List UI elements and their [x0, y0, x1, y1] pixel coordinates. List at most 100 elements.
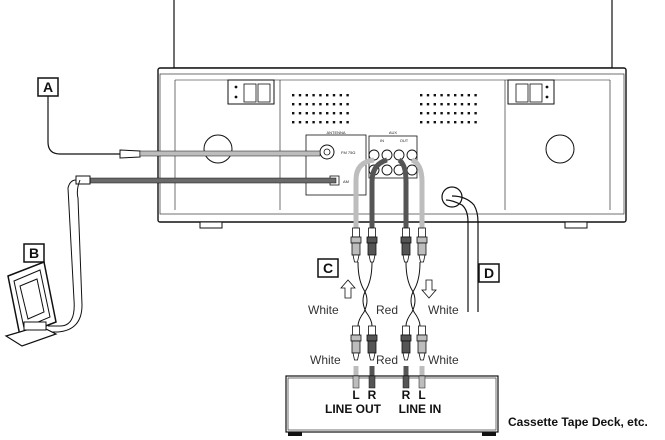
vent-hole — [433, 112, 436, 115]
vent-hole — [339, 94, 342, 97]
rca-plug — [416, 227, 428, 263]
aux-label: AUX — [389, 130, 398, 135]
vent-hole — [326, 112, 329, 115]
line-in-label: LINE IN — [399, 402, 442, 416]
vent-hole — [426, 94, 430, 97]
vent-hole — [292, 94, 295, 97]
vent-hole — [420, 94, 423, 97]
deck-jack-l-out: L — [352, 388, 359, 402]
vent-hole — [339, 121, 342, 124]
deck-jack-r-in: R — [402, 388, 411, 402]
vent-hole — [426, 121, 430, 124]
vent-hole — [433, 121, 436, 124]
callout-b: B — [23, 243, 45, 263]
callout-c-letter: C — [323, 260, 333, 276]
vent-hole — [332, 121, 336, 124]
rca-plug — [350, 325, 362, 361]
callout-a-letter: A — [43, 79, 53, 95]
fm-antenna-cable — [47, 96, 321, 159]
vent-hole — [339, 103, 342, 106]
vent-hole — [292, 112, 295, 115]
vent-hole — [460, 112, 464, 115]
callout-c: C — [317, 258, 339, 278]
aux-out-label: OUT — [400, 138, 409, 143]
white-label-upper-right: White — [428, 303, 459, 317]
white-label-lower-right: White — [428, 353, 459, 367]
vent-hole — [440, 112, 443, 115]
vent-hole — [332, 103, 336, 106]
deck-jack-r-out: R — [368, 388, 377, 402]
left-bracket — [227, 79, 275, 105]
vent-hole — [312, 112, 315, 115]
fm-label: FM 75Ω — [341, 150, 355, 155]
vent-hole — [474, 94, 477, 97]
vent-hole — [298, 103, 302, 106]
vent-hole — [305, 94, 308, 97]
vent-hole — [447, 121, 450, 124]
vent-hole — [305, 112, 308, 115]
vent-hole — [326, 121, 329, 124]
rca-plug — [416, 325, 428, 361]
vent-hole — [460, 94, 464, 97]
vent-grille-left — [292, 94, 349, 124]
vent-hole — [346, 121, 349, 124]
red-label-upper: Red — [376, 303, 398, 317]
vent-hole — [447, 94, 450, 97]
vent-grille-right — [420, 94, 477, 124]
rca-plug — [400, 325, 412, 361]
vent-hole — [332, 112, 336, 115]
vent-hole — [454, 103, 457, 106]
vent-hole — [433, 103, 436, 106]
callout-d: D — [478, 263, 500, 283]
vent-hole — [467, 103, 470, 106]
vent-hole — [346, 103, 349, 106]
vent-hole — [420, 112, 423, 115]
callout-a: A — [37, 77, 59, 97]
deck-caption: Cassette Tape Deck, etc. — [508, 415, 648, 429]
vent-hole — [292, 121, 295, 124]
aux-terminal-panel: AUX IN OUT — [368, 130, 418, 179]
line-out-label: LINE OUT — [325, 402, 382, 416]
vent-hole — [346, 112, 349, 115]
aux-in-label: IN — [380, 138, 384, 143]
vent-hole — [292, 103, 295, 106]
vent-hole — [447, 112, 450, 115]
vent-hole — [474, 103, 477, 106]
vent-hole — [298, 121, 302, 124]
right-bracket — [507, 79, 555, 105]
rca-plugs-lower — [350, 325, 428, 361]
antenna-label: ANTENNA — [326, 130, 345, 135]
vent-hole — [460, 103, 464, 106]
cassette-deck: L R R L LINE OUT LINE IN — [285, 375, 499, 436]
vent-hole — [420, 121, 423, 124]
vent-hole — [298, 94, 302, 97]
vent-hole — [433, 94, 436, 97]
vent-hole — [312, 94, 315, 97]
vent-hole — [312, 121, 315, 124]
rca-plug — [366, 325, 378, 361]
white-label-lower-left: White — [310, 353, 341, 367]
vent-hole — [346, 94, 349, 97]
deck-jack-l-in: L — [418, 388, 425, 402]
vent-hole — [474, 121, 477, 124]
vent-hole — [305, 121, 308, 124]
callout-b-letter: B — [29, 245, 39, 261]
vent-hole — [319, 103, 322, 106]
red-label-lower: Red — [376, 353, 398, 367]
rca-plug — [400, 227, 412, 263]
vent-hole — [467, 121, 470, 124]
rca-cables — [340, 157, 437, 388]
vent-hole — [447, 103, 450, 106]
vent-hole — [326, 103, 329, 106]
callout-d-letter: D — [484, 265, 494, 281]
vent-hole — [440, 121, 443, 124]
rca-plug — [366, 227, 378, 263]
am-label: AM — [343, 179, 349, 184]
vent-hole — [319, 112, 322, 115]
vent-hole — [460, 121, 464, 124]
vent-hole — [426, 112, 430, 115]
vent-hole — [332, 94, 336, 97]
rca-plug — [350, 227, 362, 263]
power-cord — [441, 186, 479, 312]
